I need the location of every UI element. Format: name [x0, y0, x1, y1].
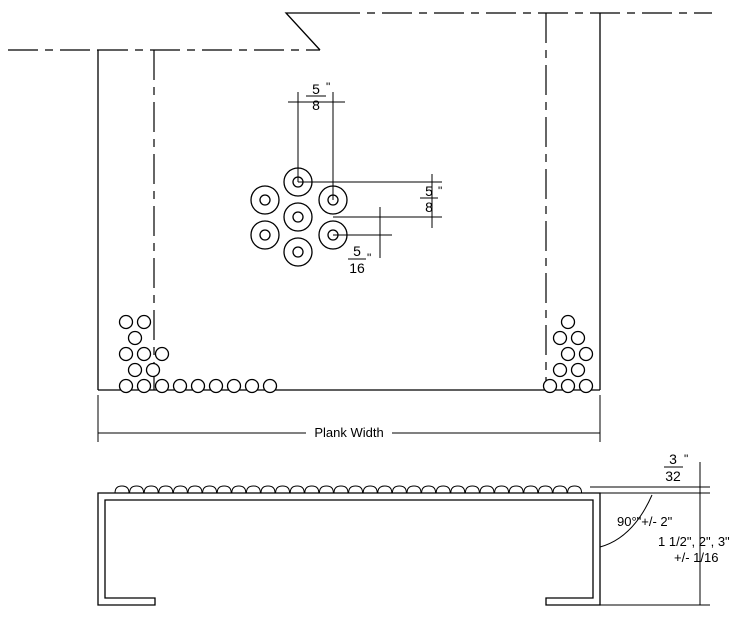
- surface-button: [567, 485, 583, 494]
- row-spacing-denominator: 8: [425, 199, 433, 215]
- surface-button: [202, 485, 218, 494]
- angle-leader: [599, 494, 653, 548]
- plank-width-label: Plank Width: [314, 425, 383, 440]
- surface-button: [435, 485, 451, 494]
- perforation-small: [127, 362, 143, 378]
- perforation-small: [560, 346, 576, 362]
- perforation-small: [560, 314, 576, 330]
- break-notch: [284, 12, 330, 51]
- perforation-small: [154, 378, 170, 394]
- perforation-small: [570, 362, 586, 378]
- thickness-denominator: 32: [665, 468, 681, 484]
- perforation-small: [542, 378, 558, 394]
- hole-spacing-inch-mark: ": [326, 80, 330, 94]
- surface-button: [216, 485, 232, 494]
- surface-button: [464, 485, 480, 494]
- row-offset-inch-mark: ": [367, 251, 371, 265]
- hole-spacing-numerator: 5: [312, 81, 320, 97]
- perforation-small: [127, 330, 143, 346]
- perforation-inner: [259, 194, 271, 206]
- perforation-small: [136, 314, 152, 330]
- perforation-corner-left: [118, 314, 170, 378]
- surface-button: [406, 485, 422, 494]
- surface-button: [348, 485, 364, 494]
- surface-button: [391, 485, 407, 494]
- perforation-inner: [292, 246, 304, 258]
- plank-section-view: 3 32 " 90°"+/- 2" 1 1/2", 2", 3" +/- 1/1…: [97, 451, 730, 606]
- perforation-small: [244, 378, 260, 394]
- surface-button: [318, 485, 334, 494]
- perforation-small: [552, 362, 568, 378]
- surface-button: [129, 485, 145, 494]
- surface-button: [304, 485, 320, 494]
- perforation-small: [136, 346, 152, 362]
- perforation-small: [118, 346, 134, 362]
- perforation-inner: [292, 211, 304, 223]
- depth-label-line2: +/- 1/16: [674, 550, 718, 565]
- perforation-small: [190, 378, 206, 394]
- surface-button: [114, 485, 130, 494]
- surface-button: [523, 485, 539, 494]
- hole-spacing-denominator: 8: [312, 97, 320, 113]
- row-offset-denominator: 16: [349, 260, 365, 276]
- surface-button: [275, 485, 291, 494]
- surface-button: [231, 485, 247, 494]
- surface-button: [479, 485, 495, 494]
- surface-button: [362, 485, 378, 494]
- perforation-small: [262, 378, 278, 394]
- surface-button: [245, 485, 261, 494]
- surface-button: [260, 485, 276, 494]
- perforation-small: [226, 378, 242, 394]
- perforation-small: [172, 378, 188, 394]
- surface-button: [450, 485, 466, 494]
- perforation-small: [136, 378, 152, 394]
- surface-button: [333, 485, 349, 494]
- surface-button: [377, 485, 393, 494]
- perforation-small: [578, 346, 594, 362]
- perforation-small: [154, 346, 170, 362]
- row-spacing-inch-mark: ": [438, 184, 442, 198]
- depth-label-line1: 1 1/2", 2", 3": [658, 534, 730, 549]
- surface-buttons: [114, 485, 583, 494]
- perforation-small: [145, 362, 161, 378]
- surface-button: [552, 485, 568, 494]
- perforation-small: [578, 378, 594, 394]
- surface-button: [187, 485, 203, 494]
- surface-button: [421, 485, 437, 494]
- surface-button: [172, 485, 188, 494]
- channel-profile: [97, 492, 601, 606]
- perforation-small: [570, 330, 586, 346]
- perforation-corner-right: [552, 314, 594, 378]
- surface-button: [289, 485, 305, 494]
- surface-button: [508, 485, 524, 494]
- row-spacing-numerator: 5: [425, 183, 433, 199]
- angle-label: 90°"+/- 2": [617, 514, 673, 529]
- surface-button: [494, 485, 510, 494]
- surface-button: [158, 485, 174, 494]
- plank-plan-view: 5 8 " 5 8 " 5 16 " Plank Width: [8, 12, 712, 442]
- perforation-small: [118, 314, 134, 330]
- perforation-small: [552, 330, 568, 346]
- perforation-small: [118, 378, 134, 394]
- surface-button: [143, 485, 159, 494]
- perforation-small: [560, 378, 576, 394]
- surface-button: [537, 485, 553, 494]
- thickness-numerator: 3: [669, 451, 677, 467]
- perforation-inner: [259, 229, 271, 241]
- thickness-inch-mark: ": [684, 452, 688, 466]
- perforation-bottom-row: [118, 378, 594, 394]
- perforation-small: [208, 378, 224, 394]
- row-offset-numerator: 5: [353, 243, 361, 259]
